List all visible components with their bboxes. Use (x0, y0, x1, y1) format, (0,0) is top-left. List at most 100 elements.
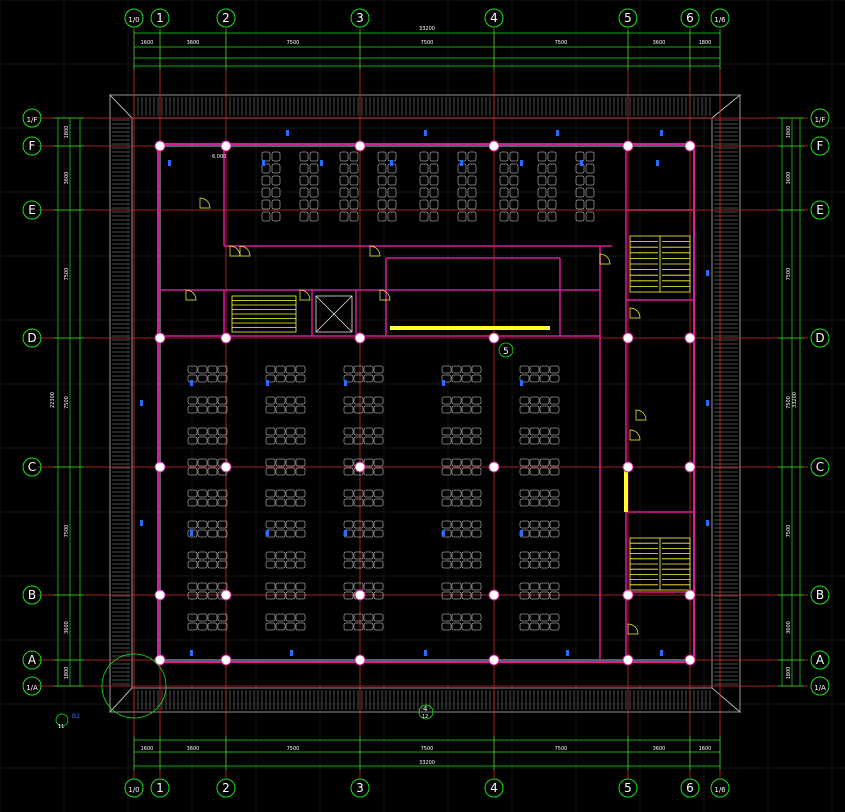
dining-chair (539, 427, 550, 436)
dining-chair (207, 458, 218, 467)
column (154, 461, 166, 473)
dining-chair (373, 467, 384, 476)
dimension-top-bay: 7500 (421, 40, 434, 46)
dining-chair (265, 467, 276, 476)
dining-chair (261, 211, 271, 222)
dining-chair (461, 396, 472, 405)
dining-chair (343, 374, 354, 383)
axis-bubble-label: C (28, 460, 36, 474)
dining-chair (461, 622, 472, 631)
dining-chair (575, 187, 585, 198)
axis-bubble (618, 8, 638, 28)
dining-chair (197, 489, 208, 498)
dining-chair (295, 529, 306, 538)
axis-bubble (22, 108, 42, 128)
dining-chair (457, 211, 467, 222)
dining-chair (285, 467, 296, 476)
dining-chair (207, 613, 218, 622)
dining-chair (197, 560, 208, 569)
dining-chair (295, 467, 306, 476)
dining-chair (373, 365, 384, 374)
dining-chair (441, 560, 452, 569)
dining-chair (197, 396, 208, 405)
dining-chair (207, 529, 218, 538)
door-swing (379, 289, 391, 301)
column (154, 140, 166, 152)
door-swing (369, 245, 381, 257)
dining-chair (461, 467, 472, 476)
dining-chair (187, 622, 198, 631)
dining-chair (377, 151, 387, 162)
dining-chair (471, 396, 482, 405)
dining-chair (539, 582, 550, 591)
dining-chair (441, 498, 452, 507)
dining-chair (471, 520, 482, 529)
dining-chair (207, 396, 218, 405)
dining-chair (349, 151, 359, 162)
dining-chair (295, 560, 306, 569)
dining-chair (387, 175, 397, 186)
dining-chair (467, 151, 477, 162)
dining-chair (363, 374, 374, 383)
room-tag (442, 380, 445, 386)
dining-chair (343, 591, 354, 600)
axis-bubble (484, 8, 504, 28)
dining-chair (265, 613, 276, 622)
dining-chair (471, 405, 482, 414)
dining-chair (271, 151, 281, 162)
dining-chair (441, 551, 452, 560)
room-tag (460, 160, 463, 166)
axis-bubble-label: 4 (490, 781, 498, 795)
dining-chair (461, 458, 472, 467)
structural-columns (154, 140, 696, 666)
dining-chair (285, 427, 296, 436)
dining-chair (547, 187, 557, 198)
dining-chair (295, 489, 306, 498)
dining-chair (429, 187, 439, 198)
dining-chair (467, 163, 477, 174)
dining-chair (187, 613, 198, 622)
axis-bubble (810, 108, 830, 128)
dimension-right-bay: 3600 (786, 172, 792, 185)
room-tag (660, 130, 663, 136)
dining-chair (261, 199, 271, 210)
dining-chair (373, 551, 384, 560)
dining-chair (309, 163, 319, 174)
dining-chair (509, 211, 519, 222)
axis-bubble (618, 778, 638, 798)
dining-chair (339, 175, 349, 186)
dining-chair (585, 187, 595, 198)
dining-chair (451, 591, 462, 600)
dining-chair (457, 199, 467, 210)
axis-bubble-label: 2 (222, 11, 230, 25)
dining-chair (441, 365, 452, 374)
dining-chair (343, 427, 354, 436)
dining-chair (429, 211, 439, 222)
dining-chair (353, 520, 364, 529)
dimension-right-bay: 3600 (786, 621, 792, 634)
dining-chair (549, 560, 560, 569)
doors (185, 197, 647, 635)
column (354, 589, 366, 601)
dining-chair (353, 365, 364, 374)
dining-chair (265, 396, 276, 405)
axis-bubble (810, 585, 830, 605)
axis-bubble-label: A (28, 653, 37, 667)
dining-chair (275, 396, 286, 405)
dining-chair (349, 175, 359, 186)
dining-chair (295, 396, 306, 405)
dining-chair (451, 560, 462, 569)
axis-bubble-label: B (816, 588, 824, 602)
dining-chair (265, 498, 276, 507)
room-tag (566, 650, 569, 656)
dining-chair (187, 427, 198, 436)
furniture (187, 151, 595, 631)
stair-south-east (629, 537, 691, 591)
room-tag (262, 160, 265, 166)
axis-bubble (22, 650, 42, 670)
dining-chair (441, 458, 452, 467)
dining-chair (387, 211, 397, 222)
dining-chair (471, 498, 482, 507)
